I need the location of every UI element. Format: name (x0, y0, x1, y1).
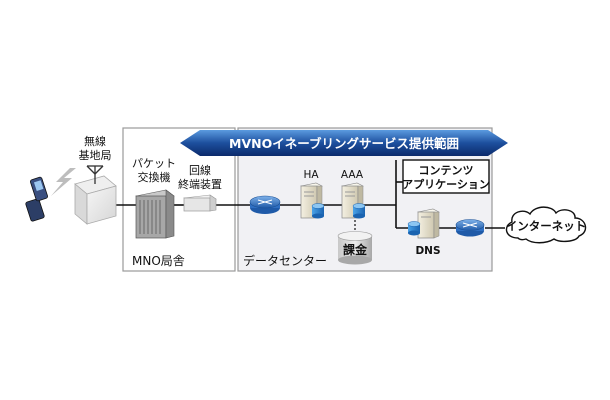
billing-database-icon (337, 231, 373, 265)
edge-router-icon (455, 219, 485, 237)
enabling-service-banner (180, 130, 508, 156)
content-application-box (402, 159, 490, 194)
base-station-label-1: 無線 (84, 134, 106, 148)
packet-switch-icon (135, 189, 175, 239)
aaa-database-icon (352, 203, 366, 219)
line-terminal-label-1: 回線 (189, 163, 211, 177)
router-icon (249, 195, 281, 214)
enabling-service-label: MVNOイネーブリングサービス提供範囲 (229, 136, 459, 151)
dns-server-icon (417, 208, 440, 239)
line-terminal-icon (183, 194, 217, 212)
base-station-label-2: 基地局 (79, 149, 112, 162)
internet-label: インターネット (506, 219, 587, 233)
ha-label: HA (303, 169, 319, 181)
line-terminal-label-2: 終端装置 (178, 177, 222, 191)
datacenter-label: データセンター (243, 253, 327, 268)
ha-database-icon (311, 203, 325, 219)
mobile-phone-icon (25, 176, 48, 222)
packet-switch-label-2: 交換機 (138, 170, 171, 184)
packet-switch-label-1: パケット (132, 157, 176, 170)
mno-office-label: MNO局舎 (132, 254, 185, 268)
base-station (74, 175, 117, 225)
dns-label: DNS (415, 245, 440, 257)
dns-database-icon (407, 221, 421, 236)
network-links (116, 160, 505, 229)
wireless-signal-icon (51, 168, 76, 196)
cloud-icon (505, 206, 587, 244)
content-label: コンテンツ (419, 164, 474, 177)
billing-label: 課金 (343, 242, 368, 257)
antenna-icon (86, 165, 104, 184)
aaa-label: AAA (341, 169, 364, 181)
application-label: アプリケーション (402, 177, 490, 191)
